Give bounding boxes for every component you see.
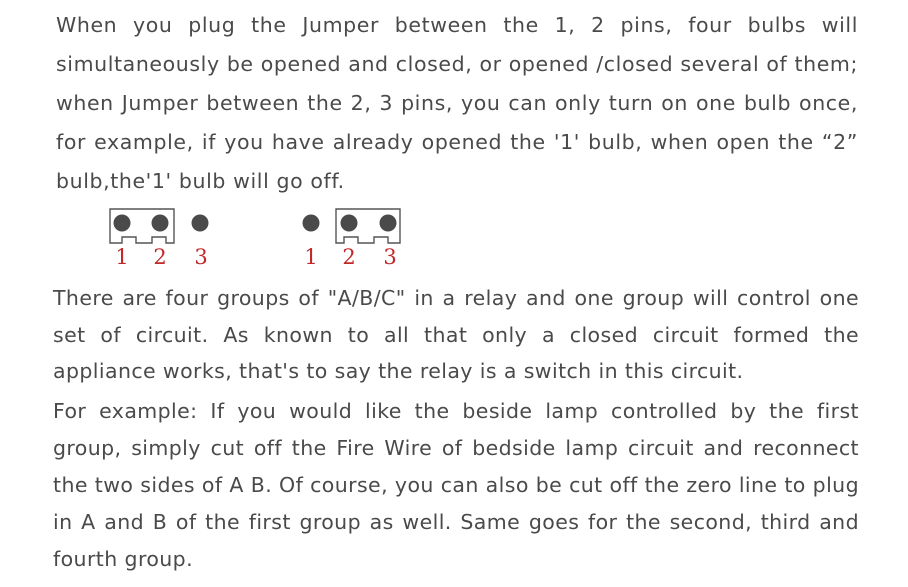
pin-1 [302,214,320,232]
pin-2 [340,214,358,232]
jumper-diagram-left-graphic [109,208,209,244]
left-pin-label-1: 1 [115,245,129,269]
jumper-diagram-pins-2-3 [296,206,416,270]
pin-3 [191,214,209,232]
pin-1 [113,214,131,232]
pin-2 [151,214,169,232]
left-pin-label-3: 3 [194,245,208,269]
paragraph-example: For example: If you would like the besid… [53,399,859,571]
right-pin-label-3: 3 [383,245,397,269]
jumper-diagram-pins-1-2 [104,206,224,270]
left-pin-label-2: 2 [153,245,167,269]
jumper-cap-outline [109,208,175,244]
right-pin-label-1: 1 [304,245,318,269]
jumper-diagram-right-graphic [302,208,401,244]
pin-3 [379,214,397,232]
right-pin-label-2: 2 [342,245,356,269]
paragraph-jumper-explanation: When you plug the Jumper between the 1, … [56,13,858,193]
jumper-cap-outline [335,208,401,244]
paragraph-relay-groups: There are four groups of "A/B/C" in a re… [53,286,859,383]
